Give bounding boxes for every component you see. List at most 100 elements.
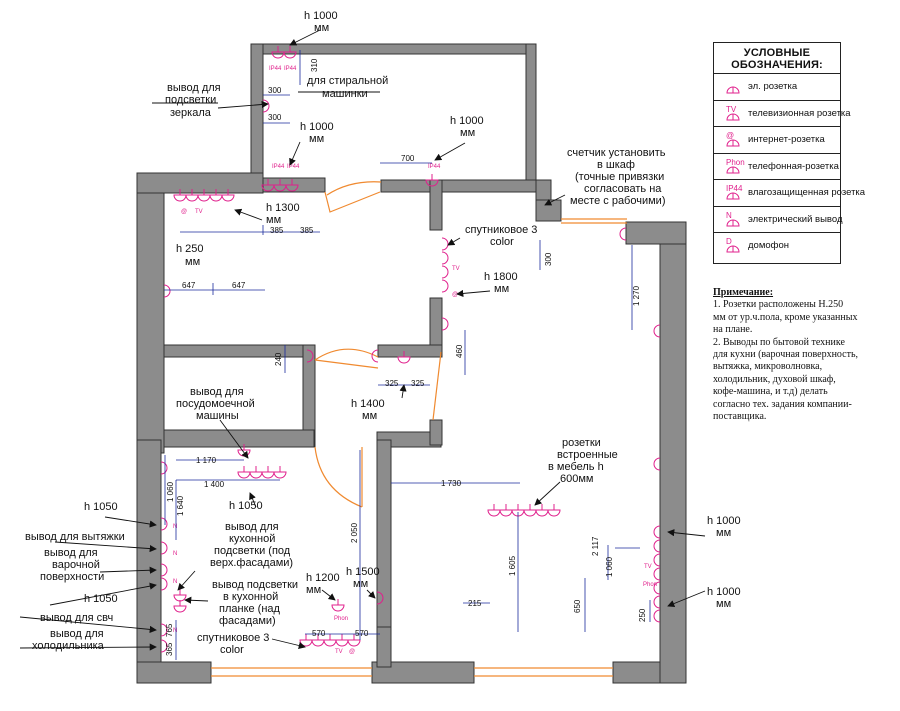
dim-value: 2 117 — [591, 536, 600, 556]
height-label: h 1500 — [346, 566, 380, 578]
socket-icon — [547, 503, 561, 517]
dim-value: 300 — [268, 113, 282, 122]
legend-tag: N — [726, 211, 732, 220]
legend-label: телефонная-розетка — [748, 160, 839, 172]
dishwasher-label: посудомоечной — [176, 398, 255, 410]
meter-label: (точные привязки — [575, 171, 664, 183]
waterproof-socket-icon: IP44 — [726, 184, 743, 200]
dim-value: 300 — [544, 252, 553, 266]
socket-icon — [523, 503, 537, 517]
note-line: 2. Выводы по бытовой технике — [713, 336, 845, 348]
strip-light-label: вывод подсветки — [212, 579, 298, 591]
dim-value: 250 — [638, 608, 647, 622]
socket-icon — [726, 86, 740, 94]
socket-icon — [160, 541, 168, 555]
microwave-label: вывод для свч — [40, 612, 113, 624]
annotations: h 1000 мм вывод для подсветки зеркала дл… — [25, 10, 741, 656]
legend-tag: @ — [726, 131, 734, 140]
dishwasher-label: машины — [196, 410, 239, 422]
door-kitchen-arc — [314, 348, 379, 361]
meter-label: счетчик установить — [567, 147, 666, 159]
dim-value: 325 — [385, 379, 399, 388]
socket-icon — [160, 563, 168, 577]
legend-label: телевизионная розетка — [748, 107, 851, 119]
socket-icon — [173, 588, 187, 602]
height-unit: мм — [362, 410, 377, 422]
height-unit: мм — [716, 598, 731, 610]
note-line: холодильник, духовой шкаф, — [713, 373, 836, 385]
wall-kitchen-stub — [376, 626, 392, 668]
note-line: мм от ур.ч.пола, кроме указанных — [713, 311, 858, 323]
height-label: h 1000 — [304, 10, 338, 22]
mirror-label: подсветки — [165, 94, 216, 106]
socket-icon — [173, 599, 187, 613]
socket-icon — [441, 317, 449, 331]
legend-label: электрический вывод — [748, 213, 843, 225]
socket-icon — [160, 639, 168, 653]
phone-tag: Phon — [334, 616, 348, 622]
wall-left-top — [136, 172, 264, 194]
dimension-values: 310 300 300 700 385 385 647 647 300 1 27… — [165, 58, 647, 656]
wall-bottom — [136, 661, 212, 684]
legend-box: УСЛОВНЫЕ ОБОЗНАЧЕНИЯ: эл. розетка TV тел… — [713, 42, 865, 264]
socket-icon — [441, 251, 449, 265]
dim-value: 385 — [300, 226, 314, 235]
socket-icon — [262, 99, 270, 113]
note-line: вытяжка, микроволновка, — [713, 361, 823, 373]
height-unit: мм — [353, 578, 368, 590]
wall-hall-h — [163, 429, 315, 448]
dim-value: 1 170 — [196, 456, 217, 465]
dim-value: 310 — [310, 58, 319, 72]
kitchen-light-label: подсветки (под — [214, 545, 291, 557]
dimension-lines — [164, 50, 651, 660]
kitchen-light-label: вывод для — [225, 521, 279, 533]
legend-row: Phon телефонная-розетка — [714, 154, 840, 180]
height-label: h 1000 — [300, 121, 334, 133]
doors-windows — [211, 181, 627, 677]
wall-meter-a — [380, 179, 552, 193]
kitchen-light-label: верх.фасадами) — [210, 557, 293, 569]
wall-right — [659, 221, 687, 684]
height-unit: мм — [314, 22, 329, 34]
legend-tag: IP44 — [726, 184, 743, 193]
phone-tag: Phon — [643, 582, 657, 588]
wall-kitchen-v — [376, 439, 392, 631]
builtin-label: розетки — [562, 437, 601, 449]
fridge-label: холодильника — [32, 640, 105, 652]
hood-label: вывод для вытяжки — [25, 531, 125, 543]
socket-icon — [299, 633, 313, 647]
washer-label: для стиральной — [307, 75, 388, 87]
socket-icon — [237, 465, 251, 479]
socket-icon — [261, 465, 275, 479]
window-bottom-b — [474, 667, 613, 677]
wall-corridor-v — [429, 179, 443, 231]
socket-icon — [335, 633, 349, 647]
socket-icon — [653, 553, 661, 567]
socket-icon — [160, 577, 168, 591]
note-line: согласно тех. задания компании- — [713, 398, 852, 410]
strip-light-label: фасадами) — [219, 615, 276, 627]
legend-row: эл. розетка — [714, 74, 840, 101]
legend-label: домофон — [748, 240, 789, 251]
strip-light-label: в кухонной — [223, 591, 278, 603]
n-tag: N — [173, 524, 177, 530]
dishwasher-label: вывод для — [190, 386, 244, 398]
door-corridor — [432, 351, 442, 421]
ip44-tag: IP44 — [269, 66, 282, 72]
height-label: h 1000 — [450, 115, 484, 127]
dim-value: 1 730 — [441, 479, 462, 488]
height-label: h 1300 — [266, 202, 300, 214]
phone-socket-icon: Phon — [726, 158, 745, 173]
wall-bath-right — [525, 43, 537, 185]
dim-value: 1 270 — [632, 285, 641, 306]
wall-sockets — [160, 99, 661, 653]
legend-tag: TV — [726, 105, 737, 114]
ip44-tag: IP44 — [284, 66, 297, 72]
hob-label: вывод для — [44, 547, 98, 559]
n-tag: N — [173, 579, 177, 585]
dim-value: 1 060 — [605, 556, 614, 577]
meter-label: месте с рабочими) — [570, 195, 665, 207]
satellite-label: color — [220, 644, 244, 656]
dim-value: 700 — [401, 154, 415, 163]
mirror-label: вывод для — [167, 82, 221, 94]
